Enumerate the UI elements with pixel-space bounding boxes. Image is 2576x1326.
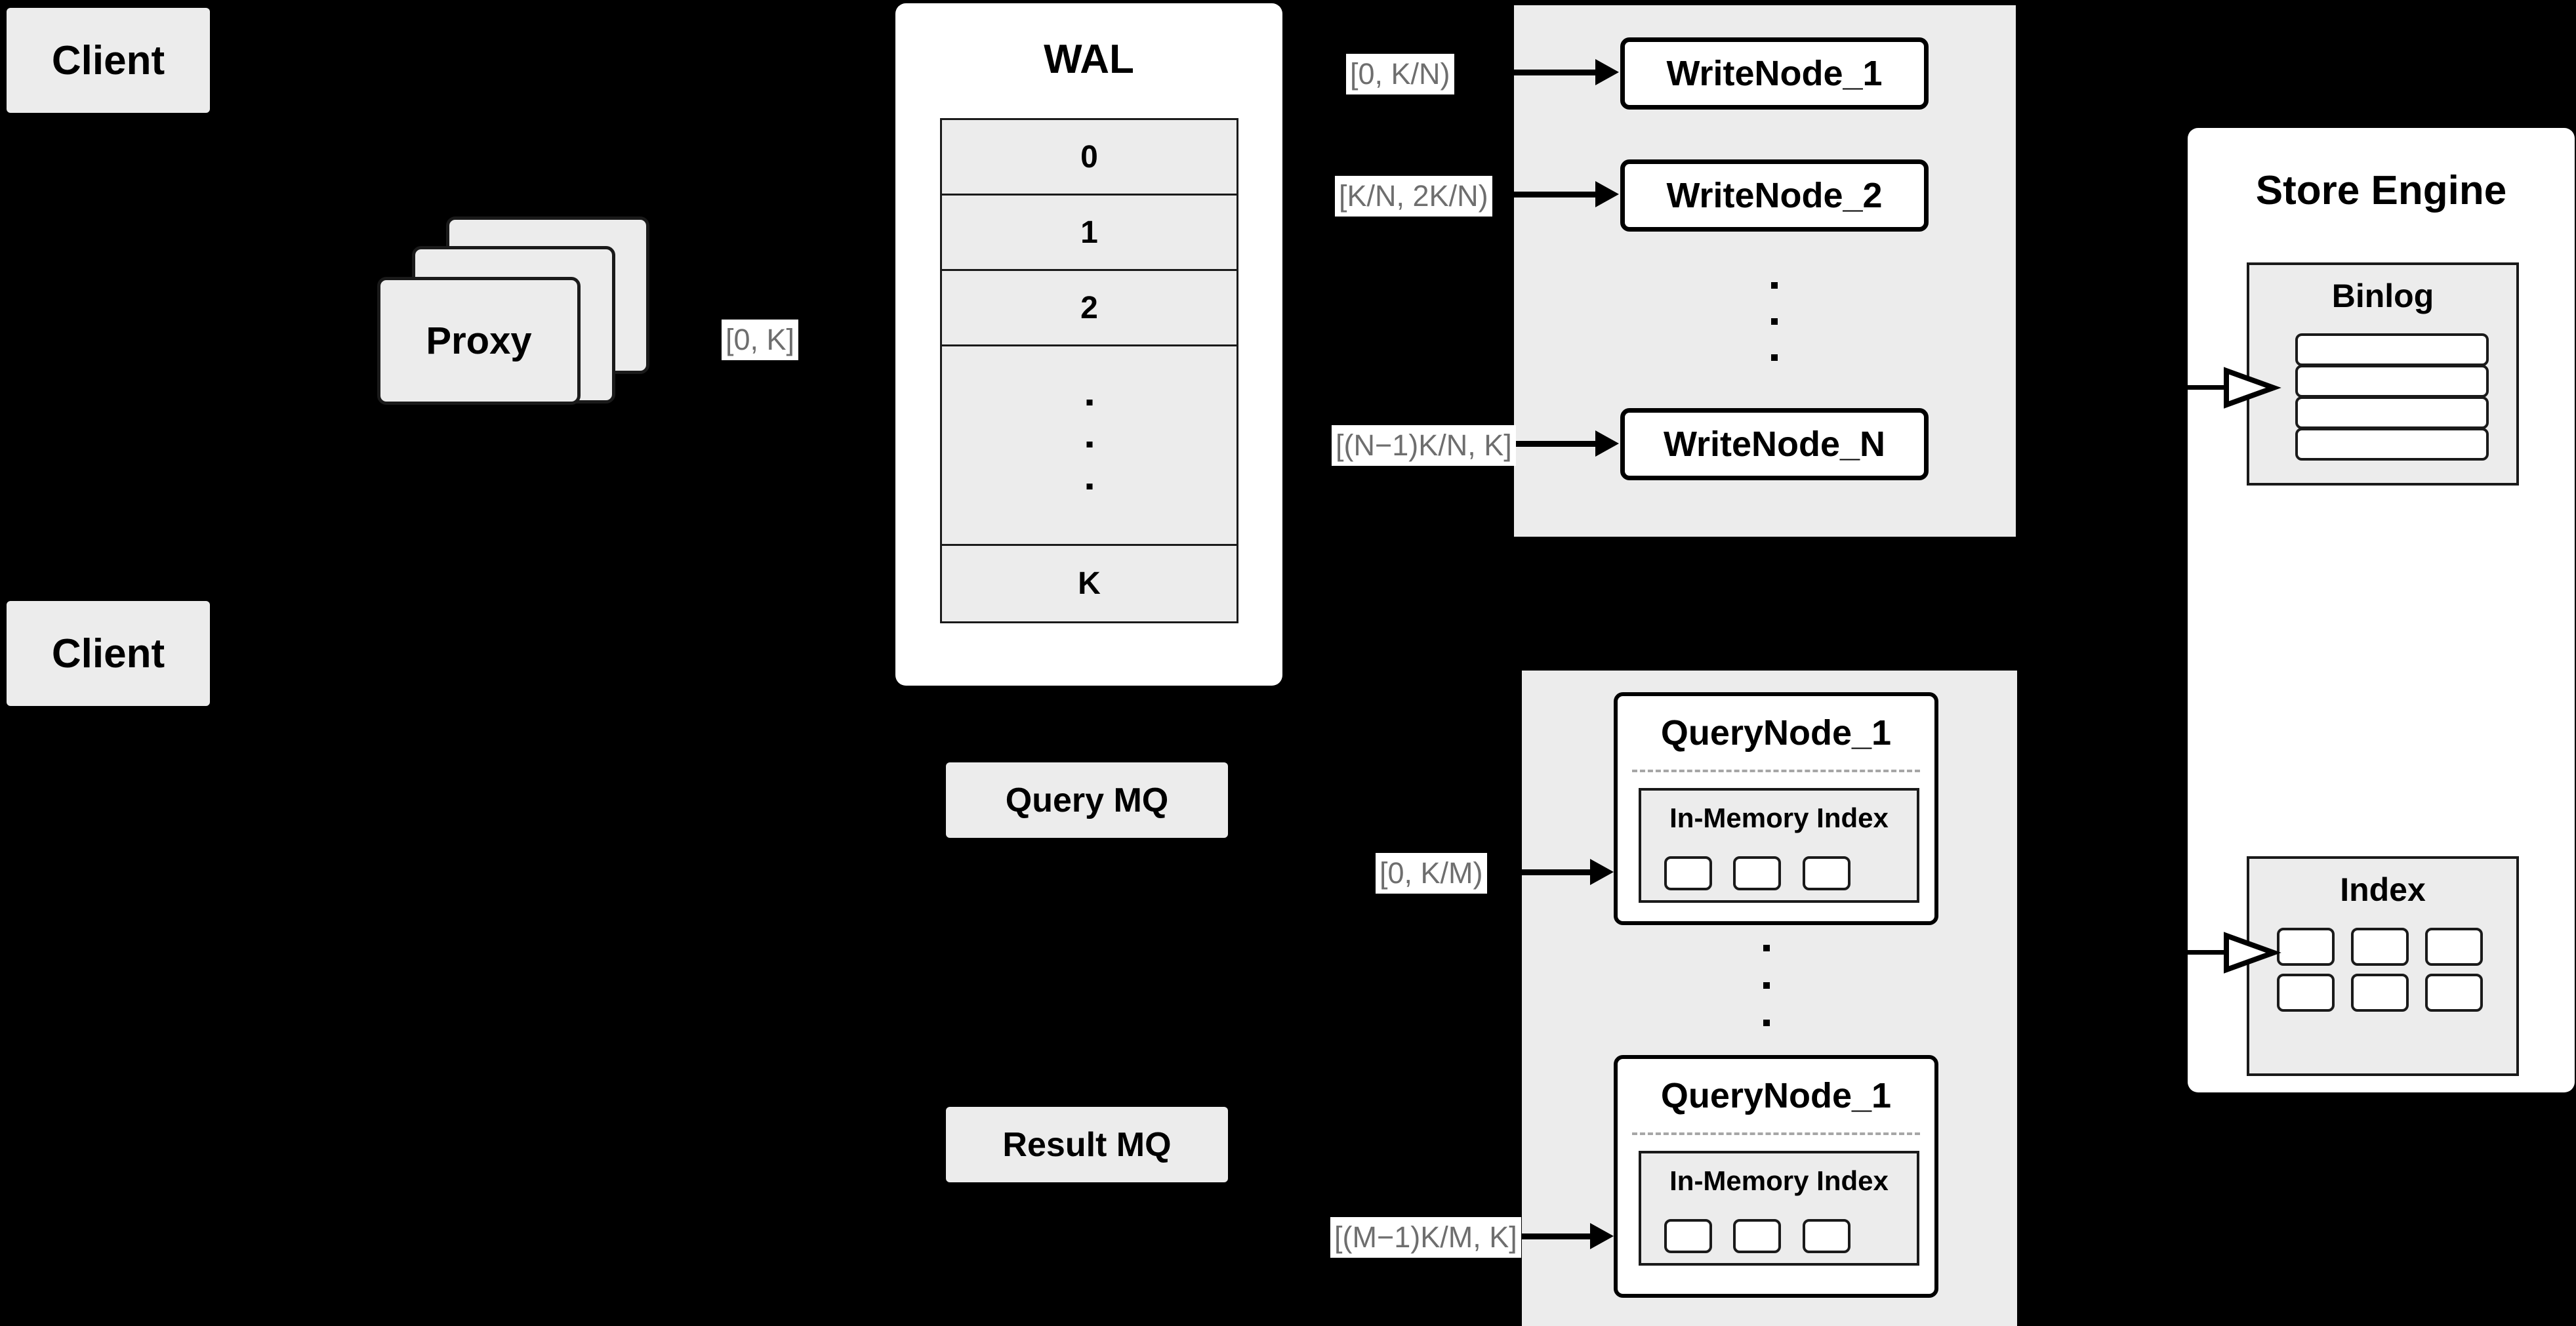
binlog-panel: Binlog — [2247, 262, 2519, 486]
wal-row-2: 2 — [942, 271, 1237, 346]
query-node-2-inmemory-index: In-Memory Index — [1639, 1151, 1919, 1266]
arrowhead-open-index — [2224, 932, 2281, 974]
arrowhead-open-binlog — [2224, 367, 2281, 409]
wal-row-K: K — [942, 546, 1237, 621]
client-box-2[interactable]: Client — [7, 601, 210, 706]
wal-row-ellipsis — [942, 346, 1237, 546]
wal-title: WAL — [1044, 36, 1134, 82]
query-node-2-index-chip-2 — [1733, 1219, 1781, 1253]
query-node-1-index-chip-2 — [1733, 856, 1781, 890]
query-node-2-index-chip-3 — [1803, 1219, 1850, 1253]
binlog-bar-4 — [2295, 428, 2489, 461]
proxy-label: Proxy — [426, 320, 532, 362]
query-node-1-inmemory-index: In-Memory Index — [1639, 788, 1919, 903]
binlog-title: Binlog — [2331, 278, 2434, 314]
write-cluster-ellipsis-dots — [1771, 282, 1778, 361]
client-box-1[interactable]: Client — [7, 8, 210, 113]
connector-to-index — [2188, 950, 2227, 955]
connector-wal-to-writenode-1 — [1514, 70, 1598, 75]
query-mq-box[interactable]: Query MQ — [946, 762, 1228, 838]
connector-mq-to-querynode-1 — [1522, 869, 1601, 875]
index-chip-2 — [2351, 928, 2409, 966]
query-node-1[interactable]: QueryNode_1 In-Memory Index — [1614, 692, 1938, 925]
index-chip-1 — [2277, 928, 2335, 966]
index-chip-4 — [2277, 974, 2335, 1012]
edge-label-writenode-1: [0, K/N) — [1346, 54, 1454, 94]
edge-label-writenode-2: [K/N, 2K/N) — [1335, 176, 1492, 217]
binlog-bar-2 — [2295, 365, 2489, 398]
query-node-2-separator — [1632, 1132, 1920, 1135]
query-cluster-ellipsis-dots — [1763, 945, 1770, 1026]
write-node-1-label: WriteNode_1 — [1666, 54, 1883, 93]
query-mq-label: Query MQ — [1005, 781, 1169, 819]
index-panel: Index — [2247, 856, 2519, 1076]
index-chip-3 — [2425, 928, 2483, 966]
binlog-bar-3 — [2295, 396, 2489, 429]
wal-row-1: 1 — [942, 196, 1237, 271]
query-node-1-separator — [1632, 770, 1920, 772]
connector-wal-to-writenode-n — [1514, 441, 1598, 447]
edge-label-querynode-1: [0, K/M) — [1376, 853, 1487, 894]
connector-mq-to-querynode-m — [1522, 1233, 1601, 1239]
edge-label-querynode-m: [(M−1)K/M, K] — [1330, 1217, 1521, 1258]
result-mq-label: Result MQ — [1002, 1125, 1172, 1164]
query-node-2-index-title: In-Memory Index — [1669, 1165, 1889, 1196]
write-node-1[interactable]: WriteNode_1 — [1620, 37, 1929, 110]
query-node-2-index-chip-1 — [1664, 1219, 1712, 1253]
arrowhead-writenode-1 — [1595, 59, 1619, 85]
proxy-stack[interactable]: Proxy — [377, 217, 685, 433]
query-node-2-title: QueryNode_1 — [1660, 1076, 1892, 1115]
proxy-card-front[interactable]: Proxy — [377, 277, 581, 405]
connector-to-binlog — [2188, 385, 2227, 390]
arrowhead-querynode-m — [1590, 1223, 1614, 1249]
connector-wal-to-writenode-2 — [1514, 192, 1598, 197]
edge-label-proxy-to-wal: [0, K] — [722, 320, 799, 360]
wal-ellipsis-dots — [1086, 399, 1092, 491]
query-node-1-index-chip-3 — [1803, 856, 1850, 890]
query-node-1-title: QueryNode_1 — [1660, 713, 1892, 753]
arrowhead-writenode-2 — [1595, 181, 1619, 207]
index-chip-5 — [2351, 974, 2409, 1012]
client-label-1: Client — [51, 37, 165, 83]
client-label-2: Client — [51, 631, 165, 676]
index-title: Index — [2340, 871, 2426, 908]
query-node-2[interactable]: QueryNode_1 In-Memory Index — [1614, 1055, 1938, 1298]
store-engine-title: Store Engine — [2255, 167, 2507, 213]
write-node-n-label: WriteNode_N — [1663, 425, 1886, 464]
write-node-2-label: WriteNode_2 — [1666, 176, 1883, 215]
result-mq-box[interactable]: Result MQ — [946, 1107, 1228, 1182]
query-node-1-index-chip-1 — [1664, 856, 1712, 890]
arrowhead-querynode-1 — [1590, 859, 1614, 885]
wal-row-0: 0 — [942, 120, 1237, 196]
edge-label-writenode-n: [(N−1)K/N, K] — [1332, 425, 1516, 466]
write-node-2[interactable]: WriteNode_2 — [1620, 159, 1929, 232]
index-chip-6 — [2425, 974, 2483, 1012]
write-node-n[interactable]: WriteNode_N — [1620, 408, 1929, 480]
query-node-1-index-title: In-Memory Index — [1669, 802, 1889, 833]
binlog-bar-1 — [2295, 333, 2489, 366]
arrowhead-writenode-n — [1595, 430, 1619, 457]
wal-table: 0 1 2 K — [940, 118, 1238, 623]
